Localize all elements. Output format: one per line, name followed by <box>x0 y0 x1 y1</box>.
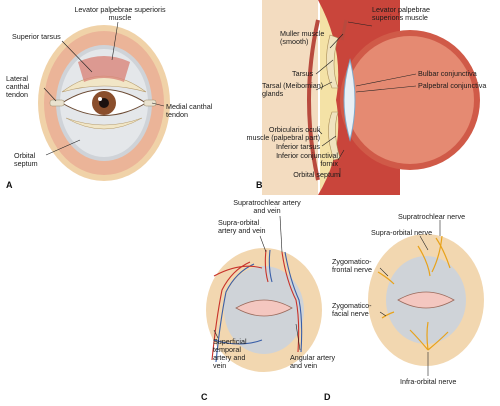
panel-label-b: B <box>256 180 263 190</box>
label-b-tarsus: Tarsus <box>292 69 314 78</box>
panel-a-lateral-tendon <box>49 99 65 107</box>
label-b-levator: Levator palpebrae superioris muscle <box>372 5 430 22</box>
label-a-superior-tarsus: Superior tarsus <box>12 32 61 41</box>
panel-c-illustration <box>206 215 322 372</box>
panel-b-skin-bg <box>262 0 318 195</box>
label-d-infraorbital: Infra-orbital nerve <box>400 377 457 386</box>
panel-b-cornea <box>343 58 356 142</box>
label-b-bulbar-conjunctiva: Bulbar conjunctiva <box>418 69 477 78</box>
panel-a-levator-muscle <box>78 56 130 82</box>
label-b-inferior-tarsus: Inferior tarsus <box>276 142 320 151</box>
panel-d-illustration <box>368 220 484 376</box>
panel-b-inferior-tarsus <box>328 111 341 161</box>
label-d-supratrochlear: Supratrochlear nerve <box>398 212 466 221</box>
label-d-zygomaticofacial: Zygomatico- facial nerve <box>332 301 372 318</box>
label-a-lateral-canthal-tendon: Lateral canthal tendon <box>6 74 30 99</box>
label-b-muller: Muller muscle (smooth) <box>280 29 325 46</box>
panel-d-nerves <box>377 235 451 351</box>
panel-d-eye <box>397 291 455 309</box>
panel-a-pupil <box>99 98 109 108</box>
panel-label-c: C <box>201 392 208 402</box>
label-c-angular: Angular artery and vein <box>290 353 336 370</box>
label-b-palpebral-conjunctiva: Palpebral conjunctiva <box>418 81 487 90</box>
label-d-supraorbital: Supra-orbital nerve <box>371 228 433 237</box>
panel-label-d: D <box>324 392 331 402</box>
label-a-orbital-septum: Orbital septum <box>14 151 38 168</box>
panel-b-globe-inner <box>346 36 474 164</box>
label-b-inferior-fornix: Inferior conjunctival fornix <box>276 151 338 168</box>
panel-b-orbicularis <box>307 19 320 181</box>
panel-a-leaders <box>43 21 165 156</box>
label-c-supratrochlear: Supratrochlear artery and vein <box>233 198 301 215</box>
panel-b-muller <box>340 19 348 41</box>
label-c-superficial-temporal: Superficial temporal artery and vein <box>213 337 247 370</box>
panel-c-vessels <box>211 249 303 363</box>
panel-a-inferior-tarsus <box>65 117 143 130</box>
panel-b-tarsus <box>326 34 339 89</box>
panel-d-leaders <box>379 220 441 376</box>
label-b-tarsal-glands: Tarsal (Meibomian) glands <box>262 81 324 98</box>
panel-label-a: A <box>6 180 13 190</box>
panel-a-medial-tendon <box>143 99 157 107</box>
label-c-supraorbital: Supra-orbital artery and vein <box>218 218 266 235</box>
panel-c-leaders <box>213 215 301 351</box>
panel-a-illustration <box>38 21 170 181</box>
label-a-levator: Levator palpebrae superioris muscle <box>74 5 166 22</box>
label-b-orbicularis: Orbicularis oculi muscle (palpebral part… <box>246 125 320 142</box>
label-d-zygomaticofrontal: Zygomatico- frontal nerve <box>332 257 372 274</box>
label-a-medial-canthal-tendon: Medial canthal tendon <box>166 102 213 119</box>
label-b-orbital-septum: Orbital septum <box>293 170 340 179</box>
panel-b-leaders <box>315 21 417 177</box>
panel-b-illustration <box>262 0 480 195</box>
panel-a-highlight <box>98 97 102 101</box>
panel-c-eye <box>235 299 293 317</box>
